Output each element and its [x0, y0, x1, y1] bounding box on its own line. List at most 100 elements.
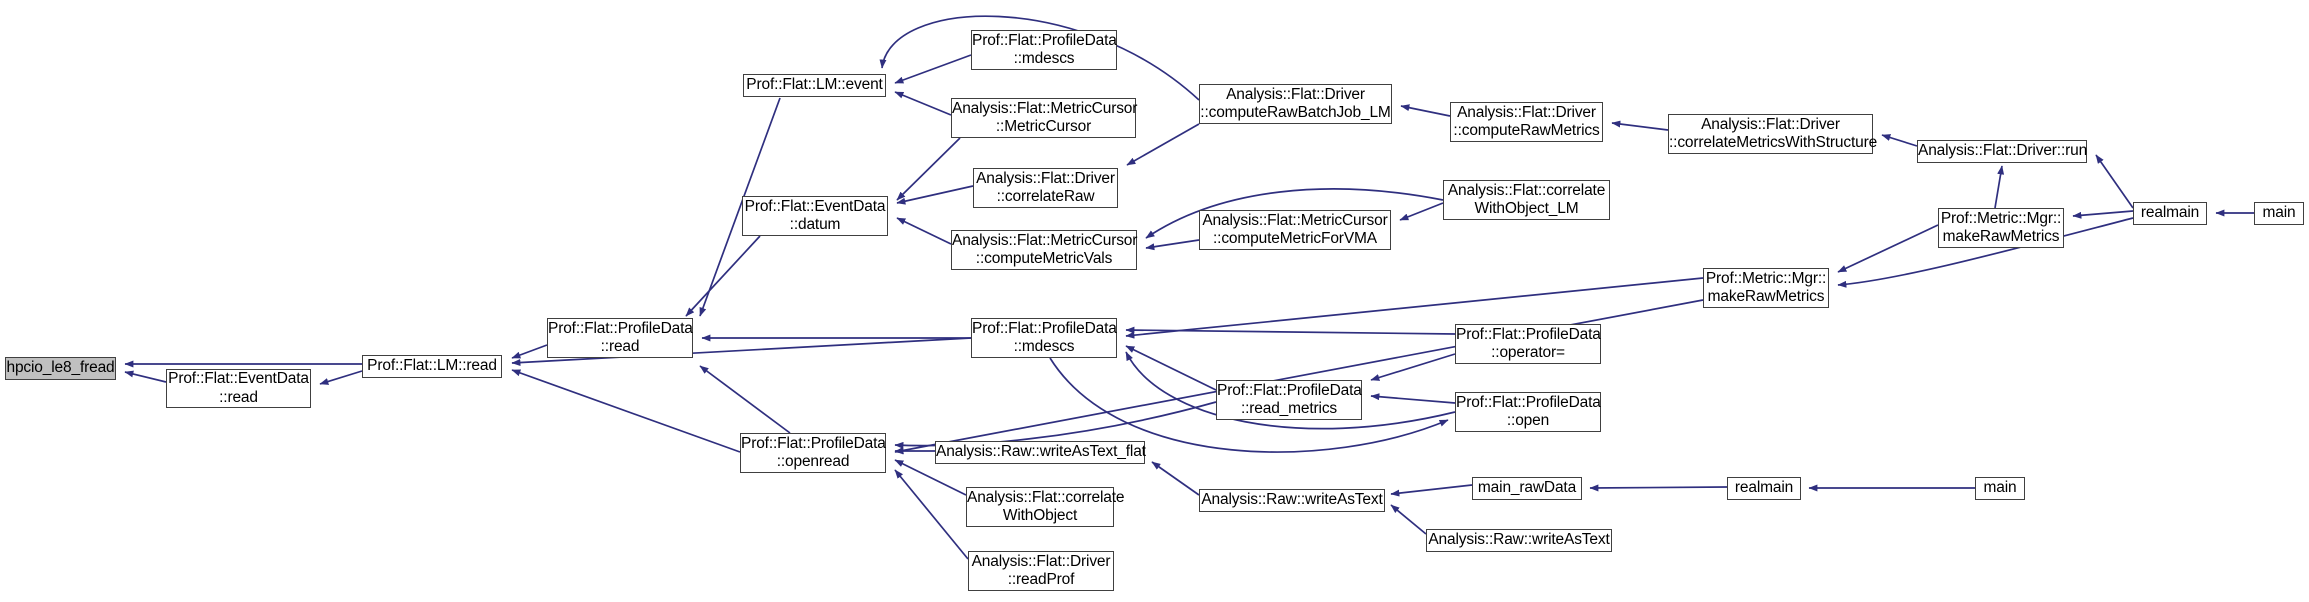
- graph-node[interactable]: Analysis::Flat::Driver ::correlateRaw: [973, 168, 1118, 208]
- graph-node-label: Analysis::Flat::MetricCursor ::MetricCur…: [952, 99, 1138, 135]
- graph-node[interactable]: Analysis::Raw::writeAsText: [1199, 489, 1385, 512]
- graph-edge: [1994, 165, 2005, 209]
- graph-edge: [896, 185, 974, 205]
- graph-node[interactable]: Analysis::Raw::writeAsText_flat: [935, 441, 1146, 464]
- graph-node[interactable]: Prof::Flat::ProfileData ::read_metrics: [1216, 380, 1362, 420]
- graph-node-label: Analysis::Flat::Driver ::correlateMetric…: [1669, 115, 1878, 151]
- graph-edge: [511, 344, 548, 359]
- graph-edge: [894, 401, 1217, 449]
- graph-node[interactable]: Analysis::Flat::MetricCursor ::computeMe…: [1199, 210, 1391, 250]
- graph-node[interactable]: Prof::Flat::LM::event: [743, 74, 886, 97]
- graph-edge: [1151, 461, 1200, 496]
- graph-edge: [2072, 210, 2134, 219]
- graph-node-label: Analysis::Raw::writeAsText: [1201, 491, 1383, 509]
- graph-node[interactable]: Analysis::Raw::writeAsText: [1426, 529, 1612, 552]
- graph-edge: [1145, 239, 1200, 251]
- graph-node-label: Analysis::Flat::Driver::run: [1918, 142, 2088, 160]
- graph-node-label: Prof::Flat::ProfileData ::read_metrics: [1217, 381, 1362, 417]
- graph-node[interactable]: Prof::Flat::ProfileData ::mdescs: [971, 318, 1117, 358]
- graph-edge: [1125, 345, 1217, 391]
- graph-edge: [124, 370, 167, 383]
- graph-node-label: Prof::Flat::ProfileData ::mdescs: [972, 31, 1117, 67]
- graph-node-label: main: [2262, 204, 2296, 222]
- graph-node[interactable]: Analysis::Flat::Driver::run: [1917, 140, 2087, 163]
- graph-node-label: Analysis::Flat::Driver ::computeRawBatch…: [1200, 85, 1391, 121]
- graph-node[interactable]: Analysis::Flat::correlate WithObject: [966, 487, 1125, 527]
- graph-edge: [1125, 277, 1704, 339]
- graph-node[interactable]: Prof::Flat::ProfileData ::openread: [740, 433, 886, 473]
- graph-node[interactable]: Prof::Flat::ProfileData ::open: [1455, 392, 1601, 432]
- graph-node-label: Analysis::Flat::Driver ::readProf: [971, 552, 1111, 588]
- graph-edge: [896, 137, 961, 201]
- graph-node-label: Prof::Flat::ProfileData ::open: [1456, 393, 1601, 429]
- graph-node[interactable]: Prof::Flat::EventData ::read: [166, 369, 311, 408]
- graph-node-label: Prof::Metric::Mgr:: makeRawMetrics: [1940, 209, 2062, 245]
- graph-node-label: Analysis::Flat::Driver ::computeRawMetri…: [1453, 103, 1600, 139]
- graph-node[interactable]: main: [2254, 202, 2304, 225]
- graph-node-label: main: [1983, 479, 2017, 497]
- graph-node[interactable]: Prof::Flat::ProfileData ::operator=: [1455, 324, 1601, 364]
- graph-edge: [894, 54, 972, 84]
- graph-edge: [2095, 154, 2134, 209]
- graph-edge: [1125, 326, 1456, 335]
- graph-edge: [511, 369, 741, 453]
- graph-edge: [894, 469, 969, 560]
- graph-edge: [896, 217, 952, 245]
- graph-node-label: Analysis::Flat::correlate WithObject: [967, 488, 1125, 524]
- graph-node[interactable]: main_rawData: [1472, 477, 1582, 500]
- graph-node-label: realmain: [2140, 204, 2200, 222]
- graph-node-label: main_rawData: [1477, 479, 1577, 497]
- graph-node-label: Analysis::Flat::MetricCursor ::computeMe…: [952, 231, 1138, 267]
- graph-node[interactable]: Prof::Metric::Mgr:: makeRawMetrics: [1703, 268, 1829, 308]
- graph-node-label: Prof::Flat::EventData ::datum: [744, 197, 886, 233]
- graph-node[interactable]: Analysis::Flat::Driver ::computeRawMetri…: [1450, 102, 1603, 142]
- graph-node-label: Analysis::Flat::Driver ::correlateRaw: [976, 169, 1115, 205]
- graph-edge: [1881, 134, 1918, 147]
- graph-node[interactable]: Analysis::Flat::Driver ::readProf: [968, 551, 1114, 591]
- graph-node-label: Prof::Metric::Mgr:: makeRawMetrics: [1705, 269, 1827, 305]
- graph-node-label: realmain: [1734, 479, 1794, 497]
- graph-node[interactable]: hpcio_le8_fread: [5, 357, 116, 380]
- graph-node[interactable]: Analysis::Flat::Driver ::correlateMetric…: [1668, 114, 1878, 154]
- graph-node-label: Prof::Flat::ProfileData ::read: [548, 319, 693, 355]
- graph-node[interactable]: Prof::Metric::Mgr:: makeRawMetrics: [1938, 208, 2064, 248]
- graph-node-label: Prof::Flat::LM::read: [367, 357, 497, 375]
- graph-node-label: Prof::Flat::ProfileData ::operator=: [1456, 325, 1601, 361]
- graph-node[interactable]: main: [1975, 477, 2025, 500]
- graph-edge: [1589, 484, 1728, 492]
- graph-edge: [1400, 104, 1451, 117]
- graph-edge: [1390, 504, 1427, 535]
- graph-node[interactable]: Prof::Flat::EventData ::datum: [742, 196, 888, 236]
- graph-edge: [319, 370, 363, 385]
- graph-node-label: Prof::Flat::EventData ::read: [168, 370, 309, 406]
- graph-node-label: Analysis::Raw::writeAsText_flat: [936, 443, 1146, 461]
- graph-node-label: Prof::Flat::ProfileData ::openread: [741, 434, 886, 470]
- graph-node-label: Analysis::Raw::writeAsText: [1428, 531, 1610, 549]
- graph-node[interactable]: Analysis::Flat::correlate WithObject_LM: [1443, 180, 1610, 220]
- graph-node[interactable]: Analysis::Flat::MetricCursor ::computeMe…: [951, 230, 1137, 270]
- graph-node-label: Prof::Flat::LM::event: [746, 76, 883, 94]
- graph-node[interactable]: Analysis::Flat::Driver ::computeRawBatch…: [1199, 84, 1392, 124]
- graph-node-label: Analysis::Flat::correlate WithObject_LM: [1447, 181, 1606, 217]
- graph-node-label: Analysis::Flat::MetricCursor ::computeMe…: [1202, 211, 1388, 247]
- graph-node[interactable]: realmain: [1727, 477, 1801, 500]
- graph-node[interactable]: Prof::Flat::ProfileData ::mdescs: [971, 30, 1117, 70]
- graph-edge: [1611, 120, 1669, 131]
- graph-edge: [1390, 484, 1473, 497]
- graph-edge: [1399, 202, 1444, 221]
- graph-edge: [1370, 393, 1456, 404]
- graph-edge: [1126, 123, 1200, 166]
- graph-edge: [894, 91, 952, 116]
- graph-node[interactable]: Prof::Flat::ProfileData ::read: [547, 318, 693, 358]
- graph-node[interactable]: Analysis::Flat::MetricCursor ::MetricCur…: [951, 98, 1138, 138]
- graph-edge: [1370, 353, 1456, 381]
- graph-node-label: Prof::Flat::ProfileData ::mdescs: [972, 319, 1117, 355]
- graph-node-label: hpcio_le8_fread: [6, 359, 115, 377]
- graph-node[interactable]: Prof::Flat::LM::read: [362, 355, 502, 378]
- graph-edge: [1837, 224, 1939, 273]
- graph-edge: [685, 235, 761, 317]
- graph-edge: [699, 365, 791, 434]
- graph-node[interactable]: realmain: [2133, 202, 2207, 225]
